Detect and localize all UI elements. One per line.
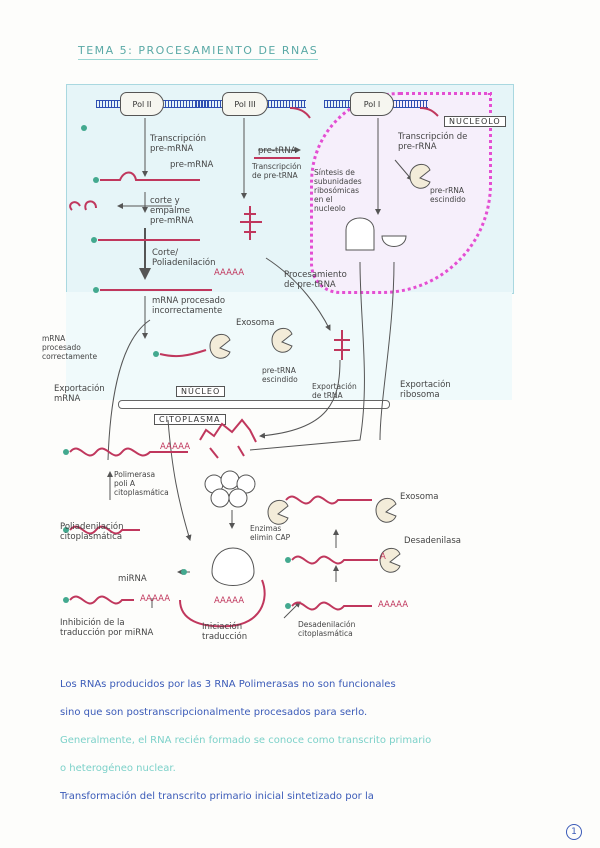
page-title: TEMA 5: PROCESAMIENTO DE RNAS bbox=[78, 44, 319, 60]
label-transcripcion-mrna: Transcripción pre-mRNA bbox=[150, 134, 207, 154]
paragraph-2: sino que son postranscripcionalmente pro… bbox=[60, 707, 368, 718]
label-pre-mrna: pre-mRNA bbox=[170, 160, 214, 170]
label-desadenilacion: Desadenilación citoplasmática bbox=[298, 620, 356, 638]
pol1-enzyme: Pol I bbox=[350, 92, 394, 116]
label-mrna-correcto: mRNA procesado correctamente bbox=[42, 334, 98, 361]
label-mirna: miRNA bbox=[118, 574, 147, 584]
label-aaaaa-4: AAAAA bbox=[214, 596, 245, 606]
label-exosoma-cyto: Exosoma bbox=[400, 492, 439, 502]
nucleolo-label: NUCLEOLO bbox=[444, 116, 506, 127]
label-procesamiento-pre-trna: Procesamiento de pre-tRNA bbox=[284, 270, 347, 290]
label-desadenilasa: Desadenilasa bbox=[404, 536, 461, 546]
page-number: 1 bbox=[566, 824, 582, 840]
label-enzimas-cap: Enzimas elimin CAP bbox=[250, 524, 291, 542]
nucleo-label: NÚCLEO bbox=[176, 386, 226, 397]
label-exportacion-trna: Exportación de tRNA bbox=[312, 382, 357, 400]
paragraph-4: o heterogéneo nuclear. bbox=[60, 763, 176, 774]
label-pre-trna-escindido: pre-tRNA escindido bbox=[262, 366, 298, 384]
label-aaaaa-1: AAAAA bbox=[214, 268, 245, 278]
label-poliadenilacion: Poliadenilación citoplasmática bbox=[60, 522, 124, 542]
label-exportacion-ribosoma: Exportación ribosoma bbox=[400, 380, 451, 400]
label-inhibicion-traduccion: Inhibición de la traducción por miRNA bbox=[60, 618, 154, 638]
label-aaaaa-3: AAAAA bbox=[140, 594, 171, 604]
label-iniciacion-traduccion: Iniciación traducción bbox=[202, 622, 248, 642]
label-aaaaa-2: AAAAA bbox=[160, 442, 191, 452]
paragraph-5: Transformación del transcrito primario i… bbox=[60, 791, 374, 802]
label-transcripcion-pre-trna: Transcripción de pre-tRNA bbox=[252, 162, 302, 180]
label-pre-trna: pre-tRNA bbox=[258, 146, 297, 156]
label-a: A bbox=[380, 552, 386, 562]
label-mrna-incorrecto: mRNA procesado incorrectamente bbox=[152, 296, 226, 316]
pol2-enzyme: Pol II bbox=[120, 92, 164, 116]
citoplasma-label: CITOPLASMA bbox=[154, 414, 226, 425]
label-sintesis-subunidades: Síntesis de subunidades ribosómicas en e… bbox=[314, 168, 362, 213]
label-transcripcion-pre-rrna: Transcripción de pre-rRNA bbox=[398, 132, 468, 152]
pol3-enzyme: Pol III bbox=[222, 92, 268, 116]
label-corte-empalme: corte y empalme pre-mRNA bbox=[150, 196, 194, 226]
paragraph-3: Generalmente, el RNA recién formado se c… bbox=[60, 735, 432, 746]
label-exportacion-mrna: Exportación mRNA bbox=[54, 384, 105, 404]
label-corte-poliadenilacion: Corte/ Poliadenilación bbox=[152, 248, 216, 268]
paragraph-1: Los RNAs producidos por las 3 RNA Polime… bbox=[60, 679, 396, 690]
label-exosoma: Exosoma bbox=[236, 318, 275, 328]
label-pre-rrna-escindido: pre-rRNA escindido bbox=[430, 186, 466, 204]
nuclear-envelope bbox=[118, 400, 390, 409]
label-aaaaa-5: AAAAA bbox=[378, 600, 409, 610]
label-polimerasa-polia: Polimerasa poli A citoplasmática bbox=[114, 470, 169, 497]
